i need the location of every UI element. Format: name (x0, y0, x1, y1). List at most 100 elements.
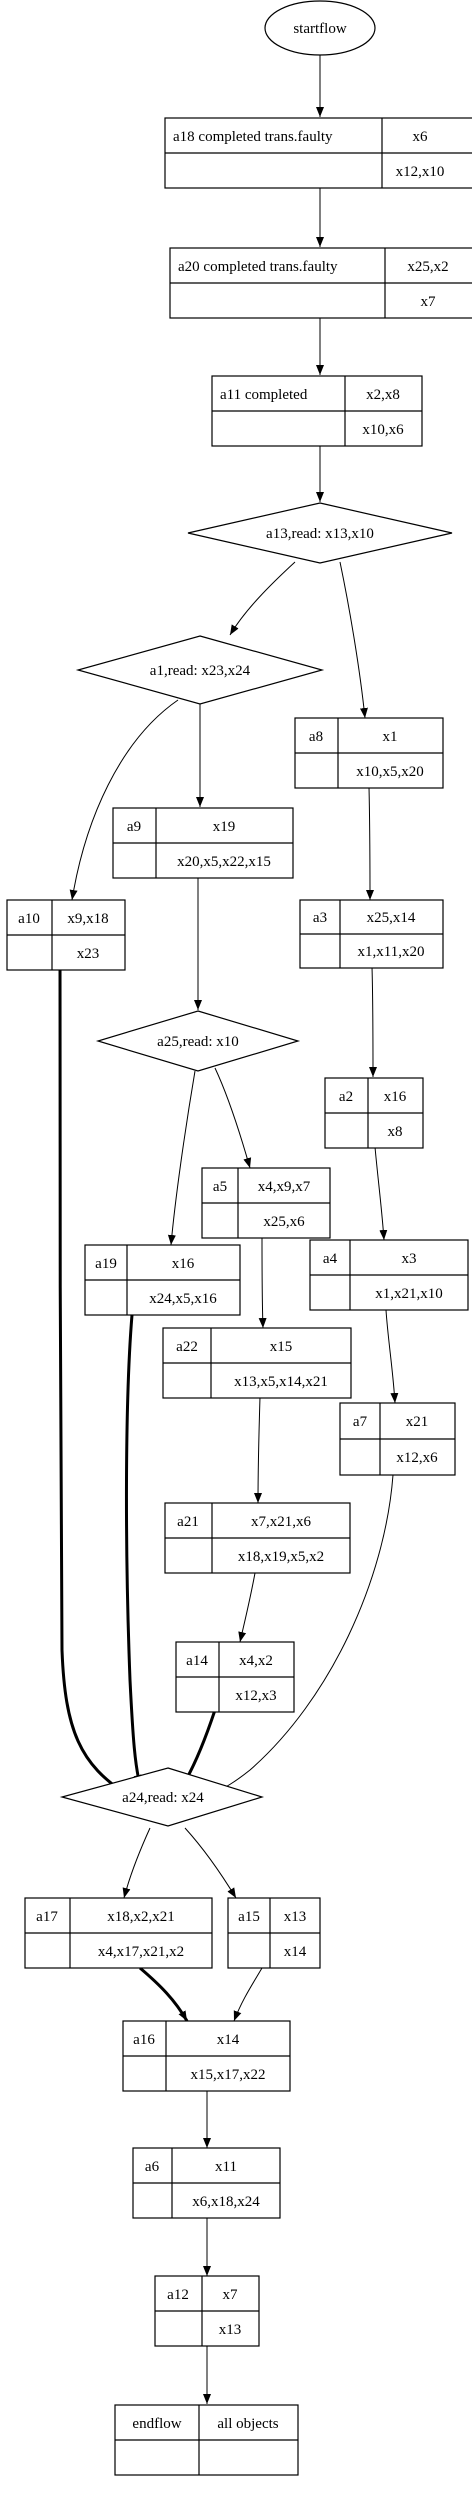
node-a6-label: a6 (145, 2159, 160, 2175)
edge-a25-a19 (167, 1070, 196, 1246)
node-a9-reads: x20,x5,x22,x15 (177, 854, 271, 870)
node-a20-writes: x25,x2 (407, 259, 448, 275)
node-a2: a2 x16 x8 (324, 1077, 424, 1149)
edge-a24-a15 (184, 1827, 237, 1899)
decision-a24: a24,read: x24 (59, 1767, 265, 1827)
decision-a24-label: a24,read: x24 (122, 1790, 204, 1806)
node-a18: a18 completed trans.faulty x6 x12,x10 (164, 117, 472, 189)
node-a21-label: a21 (177, 1514, 199, 1530)
node-a21: a21 x7,x21,x6 x18,x19,x5,x2 (164, 1502, 351, 1574)
node-a17-label: a17 (36, 1909, 58, 1925)
node-a2-label: a2 (339, 1089, 353, 1105)
edge-a22-a21 (254, 1396, 263, 1504)
node-a18-reads: x12,x10 (396, 164, 445, 180)
node-a4-reads: x1,x21,x10 (375, 1286, 443, 1302)
node-a10: a10 x9,x18 x23 (6, 899, 126, 971)
edge-a19-a24 (124, 1314, 142, 1786)
node-a22-writes: x15 (270, 1339, 293, 1355)
edge-a13-a1 (229, 561, 296, 636)
node-a11: a11 completed x2,x8 x10,x6 (211, 375, 423, 447)
node-a8-label: a8 (309, 729, 323, 745)
node-a9-label: a9 (127, 819, 141, 835)
decision-a25-label: a25,read: x10 (157, 1034, 239, 1050)
node-a7: a7 x21 x12,x6 (339, 1402, 456, 1476)
decision-a1: a1,read: x23,x24 (75, 635, 325, 705)
node-a4-label: a4 (323, 1251, 338, 1267)
node-a15-writes: x13 (284, 1909, 307, 1925)
start-node: startflow (264, 0, 376, 56)
node-a17: a17 x18,x2,x21 x4,x17,x21,x2 (24, 1897, 213, 1969)
edge-a17-a16 (139, 1966, 189, 2022)
node-a8: a8 x1 x10,x5,x20 (294, 717, 444, 789)
edge-a3-a2 (368, 966, 377, 1078)
node-a14-label: a14 (186, 1653, 208, 1669)
node-end-label: endflow (132, 2416, 181, 2432)
node-a6-writes: x11 (215, 2159, 237, 2175)
node-a20-label: a20 completed trans.faulty (178, 259, 338, 275)
node-a2-reads: x8 (388, 1124, 403, 1140)
node-a3-writes: x25,x14 (367, 910, 416, 926)
node-end: endflow all objects (114, 2404, 299, 2476)
edge-a4-a7 (385, 1309, 399, 1404)
node-a10-reads: x23 (77, 946, 100, 962)
node-a16: a16 x14 x15,x17,x22 (122, 2020, 291, 2092)
node-a16-label: a16 (133, 2032, 155, 2048)
node-a18-writes: x6 (413, 129, 429, 145)
edges (58, 55, 399, 2404)
node-a2-writes: x16 (384, 1089, 407, 1105)
node-a5: a5 x4,x9,x7 x25,x6 (201, 1167, 331, 1239)
node-a15: a15 x13 x14 (227, 1897, 321, 1969)
node-a20: a20 completed trans.faulty x25,x2 x7 (169, 247, 472, 319)
node-a12: a12 x7 x13 (154, 2275, 260, 2347)
node-a14-writes: x4,x2 (239, 1653, 273, 1669)
node-a5-label: a5 (213, 1179, 227, 1195)
node-a22-reads: x13,x5,x14,x21 (234, 1374, 328, 1390)
edge-a5-a22 (258, 1236, 267, 1329)
node-end-writes: all objects (217, 2416, 278, 2432)
start-label: startflow (293, 21, 346, 37)
edge-a13-a8 (339, 561, 368, 719)
node-a10-label: a10 (18, 911, 40, 927)
node-a19-reads: x24,x5,x16 (149, 1291, 217, 1307)
node-a12-reads: x13 (219, 2322, 242, 2338)
node-a4: a4 x3 x1,x21,x10 (309, 1239, 469, 1311)
node-a11-label: a11 completed (220, 387, 308, 403)
decision-a13-label: a13,read: x13,x10 (266, 526, 374, 542)
node-a15-label: a15 (238, 1909, 260, 1925)
node-a5-writes: x4,x9,x7 (258, 1179, 311, 1195)
node-a4-writes: x3 (402, 1251, 417, 1267)
node-a10-writes: x9,x18 (67, 911, 108, 927)
node-a11-reads: x10,x6 (362, 422, 404, 438)
node-a3-reads: x1,x11,x20 (358, 944, 425, 960)
node-a21-writes: x7,x21,x6 (251, 1514, 312, 1530)
decision-a25: a25,read: x10 (95, 1010, 301, 1072)
node-a16-reads: x15,x17,x22 (191, 2067, 266, 2083)
node-a15-reads: x14 (284, 1944, 307, 1960)
edge-a24-a17 (122, 1827, 151, 1899)
node-a22: a22 x15 x13,x5,x14,x21 (162, 1327, 352, 1399)
edge-a21-a14 (238, 1572, 256, 1643)
node-a17-writes: x18,x2,x21 (107, 1909, 175, 1925)
node-a7-reads: x12,x6 (396, 1450, 438, 1466)
node-a3-label: a3 (313, 910, 327, 926)
node-a9: a9 x19 x20,x5,x22,x15 (112, 807, 294, 879)
node-a8-writes: x1 (383, 729, 398, 745)
node-a19-writes: x16 (172, 1256, 195, 1272)
node-a17-reads: x4,x17,x21,x2 (98, 1944, 184, 1960)
node-a5-reads: x25,x6 (263, 1214, 305, 1230)
node-a18-label: a18 completed trans.faulty (173, 129, 333, 145)
node-a6-reads: x6,x18,x24 (192, 2194, 260, 2210)
node-a20-reads: x7 (421, 294, 437, 310)
node-a8-reads: x10,x5,x20 (356, 764, 424, 780)
decision-a13: a13,read: x13,x10 (187, 502, 453, 564)
node-a14-reads: x12,x3 (235, 1688, 276, 1704)
decision-a1-label: a1,read: x23,x24 (150, 663, 251, 679)
node-a9-writes: x19 (213, 819, 236, 835)
node-a3: a3 x25,x14 x1,x11,x20 (299, 899, 444, 969)
node-a19: a19 x16 x24,x5,x16 (84, 1244, 241, 1316)
edge-a8-a3 (365, 786, 374, 901)
node-a19-label: a19 (95, 1256, 117, 1272)
node-a7-writes: x21 (406, 1414, 429, 1430)
node-a14: a14 x4,x2 x12,x3 (175, 1641, 295, 1713)
